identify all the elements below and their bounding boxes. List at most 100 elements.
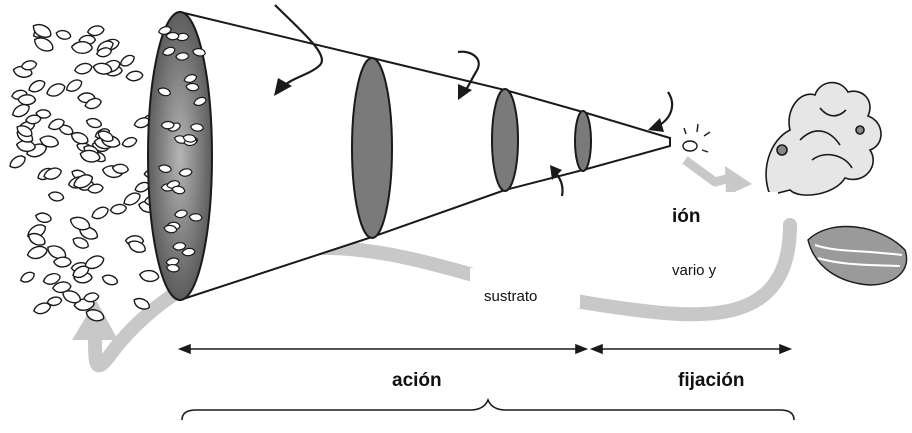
larva-icon: [47, 191, 65, 202]
larva-icon: [121, 136, 138, 148]
larva-icon: [123, 192, 141, 206]
larva-icon: [58, 124, 74, 136]
larva-icon: [182, 134, 197, 143]
label-dispersal-phase: ación: [392, 370, 442, 391]
larva-icon: [52, 256, 72, 268]
larva-icon: [32, 23, 52, 38]
larva-icon: [171, 185, 186, 195]
larva-icon: [133, 297, 150, 310]
larva-icon: [84, 97, 102, 110]
larva-icon: [26, 245, 48, 260]
larva-icon: [70, 41, 93, 55]
larvae-swarm: [9, 23, 162, 322]
larva-icon: [85, 309, 105, 322]
arrowhead-icon: [274, 78, 292, 96]
larva-icon: [192, 48, 206, 57]
larva-icon: [62, 290, 81, 304]
larva-icon: [165, 264, 180, 273]
larva-icon: [73, 174, 94, 189]
larva-icon: [193, 96, 207, 106]
larva-icon: [128, 240, 146, 253]
larva-icon: [39, 135, 60, 148]
cone-body-4: [582, 110, 671, 172]
larva-icon: [17, 94, 37, 106]
larva-icon: [163, 224, 178, 234]
label-metamorphosis: ión: [672, 206, 701, 227]
larva-icon: [92, 62, 113, 75]
larva-icon: [72, 237, 89, 249]
larva-icon: [11, 103, 30, 118]
escaped-larva: [682, 123, 711, 153]
larva-icon: [160, 120, 175, 130]
larva-icon: [183, 74, 198, 83]
larva-icon: [43, 167, 62, 180]
cone-mouth-2: [351, 57, 393, 239]
larva-icon: [97, 130, 114, 143]
larva-icon: [34, 212, 52, 224]
label-panel-fixation: [618, 192, 778, 248]
larva-icon: [185, 82, 200, 92]
arrowhead-icon: [648, 118, 664, 132]
larva-icon: [85, 117, 103, 129]
cycle-brace: [181, 397, 795, 421]
predation-arrows: [274, 4, 674, 197]
larva-icon: [157, 164, 172, 173]
giant-clam-icon: [807, 225, 908, 286]
larva-icon: [178, 168, 193, 177]
larva-icon: [95, 47, 113, 58]
curved-arrow-icon: [274, 4, 323, 89]
larva-icon: [119, 54, 135, 67]
larva-icon: [175, 52, 190, 61]
larva-icon: [9, 155, 26, 169]
larvae-in-funnel: [157, 26, 207, 273]
larva-icon: [33, 302, 52, 315]
arrowhead-icon: [458, 84, 472, 100]
larva-icon: [69, 216, 91, 231]
label-panel-substrate: [470, 268, 580, 308]
larva-icon: [162, 46, 176, 56]
larva-icon: [55, 29, 72, 40]
larva-icon: [91, 206, 109, 220]
larva-icon: [111, 163, 130, 174]
cone-mouth-3: [491, 88, 519, 192]
larva-icon: [42, 272, 61, 285]
larva-icon: [87, 183, 104, 194]
larva-icon: [172, 242, 187, 251]
larva-icon: [72, 265, 90, 279]
larva-icon: [47, 118, 65, 131]
larva-icon: [83, 292, 100, 303]
larva-icon: [46, 83, 66, 97]
larva-icon: [20, 60, 38, 71]
larva-icon: [101, 274, 119, 286]
larva-icon: [86, 25, 105, 37]
larva-icon: [16, 125, 33, 138]
larva-icon: [51, 281, 72, 294]
curved-arrow-icon: [457, 50, 480, 93]
larva-icon: [65, 79, 83, 92]
larva-icon: [174, 209, 188, 219]
larva-icon: [79, 149, 101, 163]
larva-icon: [33, 37, 54, 52]
larva-icon: [138, 269, 160, 283]
cone-mouth-4: [574, 110, 592, 172]
larva-icon: [188, 213, 203, 222]
label-fixation-phase: fijación: [678, 370, 745, 391]
larva-icon: [125, 70, 144, 82]
larva-icon: [181, 247, 196, 257]
larva-icon: [28, 79, 46, 93]
cycle-return-arrow: [88, 218, 797, 373]
larva-icon: [157, 87, 171, 97]
larva-icon: [157, 26, 172, 35]
larva-icon: [70, 132, 89, 145]
arrowhead-icon: [550, 165, 562, 180]
larva-icon: [109, 203, 128, 215]
larva-icon: [73, 62, 93, 75]
larva-icon: [189, 123, 204, 132]
larva-icon: [46, 296, 63, 307]
settlement-arrowhead: [725, 166, 752, 196]
larva-icon: [20, 271, 35, 283]
coral-icon: [765, 81, 882, 196]
label-substrate: sustrato: [484, 288, 538, 305]
larva-icon: [24, 114, 42, 125]
